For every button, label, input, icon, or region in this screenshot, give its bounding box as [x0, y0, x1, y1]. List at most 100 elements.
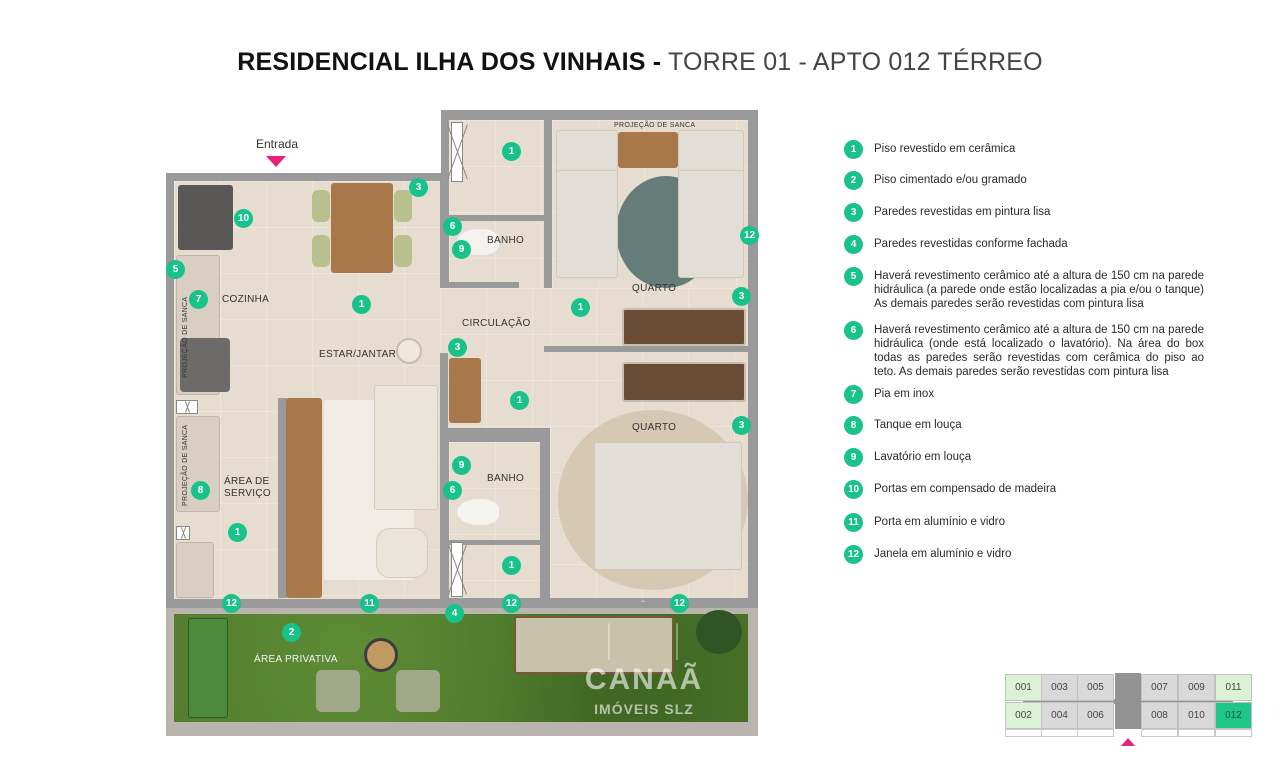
legend-item: 10 Portas em compensado de madeira	[844, 480, 1204, 499]
unit-003[interactable]: 003	[1041, 674, 1078, 701]
marker-badge: 1	[502, 556, 521, 575]
box-window	[451, 122, 463, 182]
legend-badge: 2	[844, 171, 863, 190]
wall	[540, 435, 548, 598]
unit-004[interactable]: 004	[1041, 702, 1078, 729]
legend-text: Haverá revestimento cerâmico até a altur…	[874, 324, 1204, 378]
room-label-banho-2: BANHO	[487, 473, 525, 484]
legend-badge: 10	[844, 480, 863, 499]
marker-badge: 1	[502, 142, 521, 161]
legend-item: 1 Piso revestido em cerâmica	[844, 140, 1204, 159]
room-label-circulacao: CIRCULAÇÃO	[462, 318, 531, 329]
wardrobe	[622, 308, 746, 346]
marker-badge: 5	[166, 260, 185, 279]
service-window	[176, 400, 198, 414]
double-bed	[594, 442, 742, 570]
unit-012-selected[interactable]: 012	[1215, 702, 1252, 729]
legend-text: Paredes revestidas em pintura lisa	[874, 206, 1051, 218]
legend-text: Piso cimentado e/ou gramado	[874, 174, 1027, 186]
watermark: CANAÃ IMÓVEIS SLZ	[574, 665, 714, 718]
bbq-grill	[188, 618, 228, 718]
fridge	[178, 185, 233, 250]
marker-badge: 12	[222, 594, 241, 613]
legend-badge: 7	[844, 385, 863, 404]
unit-007[interactable]: 007	[1141, 674, 1178, 701]
legend-text: Paredes revestidas conforme fachada	[874, 238, 1068, 250]
sanca-label: PROJEÇÃO DE SANCA	[182, 424, 189, 506]
room-label-area-privativa: ÁREA PRIVATIVA	[254, 654, 338, 665]
marker-badge: 1	[510, 391, 529, 410]
service-window	[176, 526, 190, 540]
legend-item: 4 Paredes revestidas conforme fachada	[844, 235, 1204, 254]
marker-badge: 1	[352, 295, 371, 314]
unit-001[interactable]: 001	[1005, 674, 1042, 701]
legend-item: 9 Lavatório em louça	[844, 448, 1204, 467]
legend-text: Tanque em louça	[874, 419, 962, 431]
watermark-house-icon	[608, 600, 678, 660]
watermark-sub: IMÓVEIS SLZ	[594, 701, 694, 717]
legend-text: Lavatório em louça	[874, 451, 972, 463]
legend-item: 8 Tanque em louça	[844, 416, 1204, 435]
room-label-banho-1: BANHO	[487, 235, 525, 246]
unit-010[interactable]: 010	[1178, 702, 1215, 729]
legend-badge: 3	[844, 203, 863, 222]
entrance-label: Entrada	[256, 137, 299, 151]
wall	[448, 435, 548, 442]
single-bed	[556, 170, 618, 278]
room-label-quarto-1: QUARTO	[632, 283, 677, 294]
room-label-area-servico-2: SERVIÇO	[224, 488, 271, 499]
marker-badge: 12	[670, 594, 689, 613]
room-label-cozinha: COZINHA	[222, 294, 270, 305]
marker-badge: 11	[360, 594, 379, 613]
unit-011[interactable]: 011	[1215, 674, 1252, 701]
room-label-area-servico: ÁREA DE	[224, 476, 270, 487]
legend-item: 5 Haverá revestimento cerâmico até a alt…	[844, 267, 1204, 311]
floor-plan: COZINHA ESTAR/JANTAR CIRCULAÇÃO BANHO BA…	[166, 110, 759, 736]
legend-item: 11 Porta em alumínio e vidro	[844, 513, 1204, 532]
patio-chair	[316, 670, 360, 712]
legend-item: 6 Haverá revestimento cerâmico até a alt…	[844, 321, 1204, 379]
title-project: RESIDENCIAL ILHA DOS VINHAIS -	[237, 48, 662, 76]
marker-badge: 6	[443, 217, 462, 236]
patio-chair	[396, 670, 440, 712]
legend-text: Piso revestido em cerâmica	[874, 143, 1016, 155]
room-label-quarto-2: QUARTO	[632, 422, 677, 433]
unit-005[interactable]: 005	[1077, 674, 1114, 701]
tv-panel	[286, 398, 322, 598]
chair	[312, 190, 330, 222]
unit-006[interactable]: 006	[1077, 702, 1114, 729]
marker-badge: 4	[445, 604, 464, 623]
balcony	[1215, 729, 1252, 737]
chair	[312, 235, 330, 267]
service-shelf	[176, 542, 214, 598]
legend-badge: 1	[844, 140, 863, 159]
desk	[618, 132, 678, 168]
toilet	[456, 498, 500, 526]
outdoor-sofa	[514, 616, 674, 674]
marker-badge: 9	[452, 240, 471, 259]
armchair	[376, 528, 428, 578]
wall	[544, 346, 748, 352]
chair	[394, 235, 412, 267]
unit-008[interactable]: 008	[1141, 702, 1178, 729]
marker-badge: 10	[234, 209, 253, 228]
legend-badge: 4	[844, 235, 863, 254]
unit-002[interactable]: 002	[1005, 702, 1042, 729]
unit-009[interactable]: 009	[1178, 674, 1215, 701]
legend-badge: 6	[844, 321, 863, 340]
title-unit: TORRE 01 - APTO 012 TÉRREO	[668, 48, 1043, 76]
legend-badge: 9	[844, 448, 863, 467]
legend-text: Portas em compensado de madeira	[874, 483, 1057, 495]
room-label-estar-jantar: ESTAR/JANTAR	[319, 349, 397, 360]
marker-badge: 12	[740, 226, 759, 245]
marker-badge: 2	[282, 623, 301, 642]
wall	[544, 120, 552, 288]
marker-badge: 3	[732, 416, 751, 435]
key-plan-entrance-arrow-icon	[1121, 738, 1135, 746]
legend-text: Porta em alumínio e vidro	[874, 516, 1006, 528]
floor-bath-1	[449, 120, 544, 288]
sanca-label: PROJEÇÃO DE SANCA	[614, 122, 696, 129]
marker-badge: 1	[571, 298, 590, 317]
key-plan-core	[1115, 673, 1141, 729]
page-title: RESIDENCIAL ILHA DOS VINHAIS - TORRE 01 …	[0, 48, 1280, 77]
